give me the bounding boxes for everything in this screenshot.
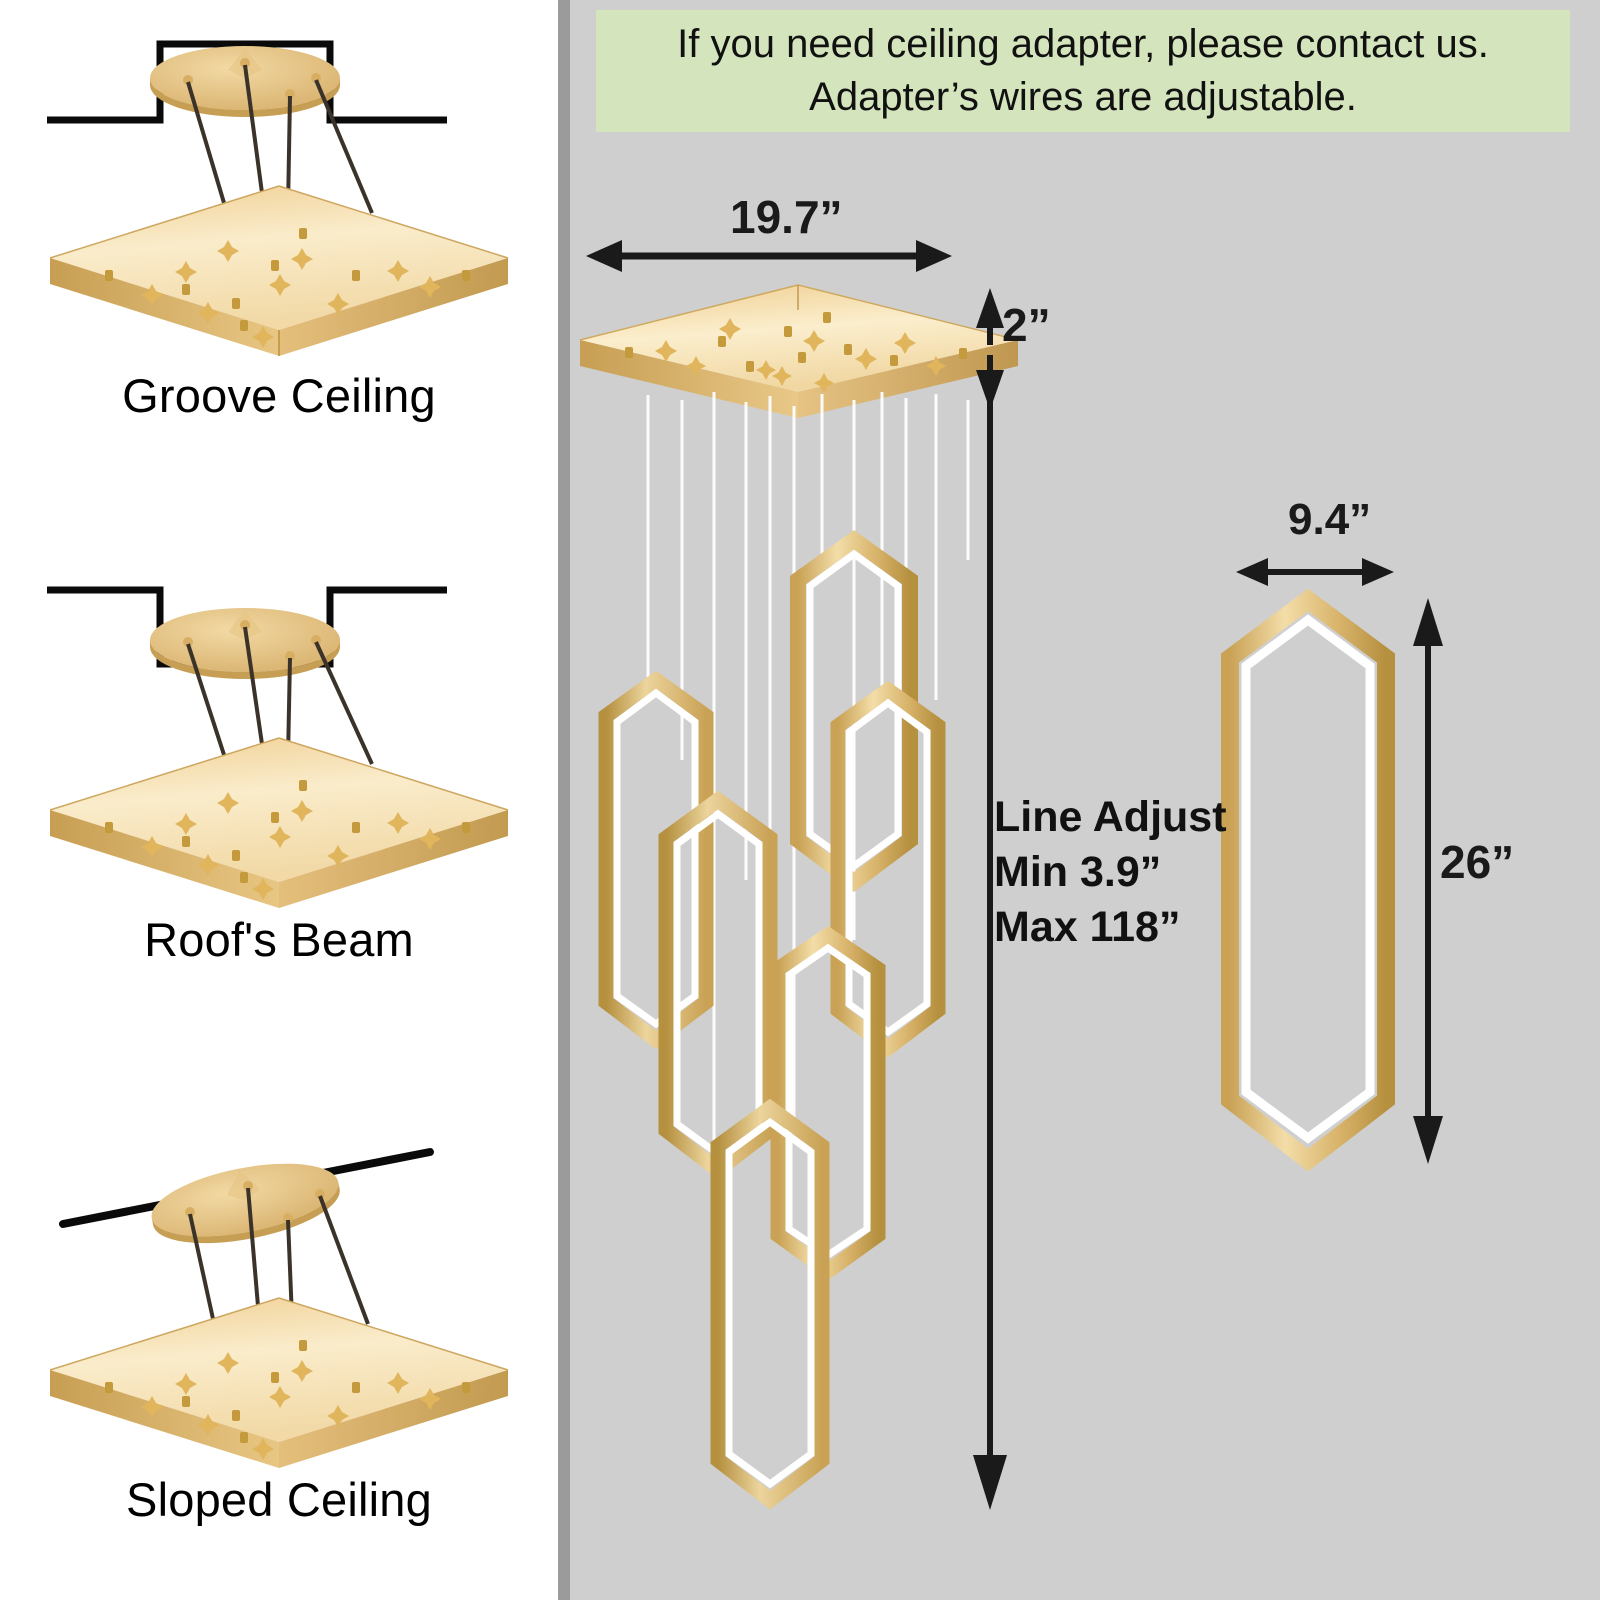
mount-option-label: Groove Ceiling — [122, 369, 436, 422]
pendant-ring — [830, 680, 946, 1058]
pendant-ring — [790, 530, 918, 892]
chandelier-illustration — [579, 240, 1443, 1510]
mount-option-label: Roof's Beam — [144, 913, 414, 966]
groove-ceiling-icon — [0, 8, 558, 368]
line-adjust-dimension — [973, 400, 1007, 1510]
line-adjust-min: Min 3.9” — [994, 848, 1162, 897]
pendant-width-dimension — [1236, 558, 1394, 586]
line-adjust-callout: Line Adjust Min 3.9” Max 118” — [994, 790, 1227, 955]
canopy-width-dimension — [586, 240, 952, 272]
square-canopy — [579, 284, 1019, 418]
pendant-ring — [598, 670, 714, 1050]
panel-divider — [558, 0, 570, 1600]
pendant-ring-group — [598, 530, 946, 1510]
line-adjust-title: Line Adjust — [994, 793, 1227, 841]
single-pendant-detail — [1221, 588, 1395, 1172]
pendant-width-label: 9.4” — [1288, 495, 1372, 544]
canopy-thickness-label: 2” — [1002, 299, 1051, 351]
pendant-height-dimension — [1413, 598, 1443, 1164]
pendant-height-label: 26” — [1440, 836, 1515, 888]
pendant-ring — [710, 1098, 830, 1510]
mount-option-roofs-beam: Roof's Beam — [0, 552, 558, 967]
roofs-beam-icon — [0, 552, 558, 912]
dimension-panel: If you need ceiling adapter, please cont… — [570, 0, 1600, 1600]
line-adjust-max: Max 118” — [994, 903, 1181, 952]
adapter-notice-banner: If you need ceiling adapter, please cont… — [596, 10, 1570, 132]
mount-option-groove-ceiling: Groove Ceiling — [0, 8, 558, 423]
canopy-width-label: 19.7” — [730, 191, 843, 243]
adapter-notice-line-1: If you need ceiling adapter, please cont… — [677, 22, 1489, 67]
adapter-notice-line-2: Adapter’s wires are adjustable. — [809, 75, 1357, 119]
mount-option-label: Sloped Ceiling — [126, 1473, 432, 1526]
canopy-thickness-dimension — [976, 288, 1004, 410]
sloped-ceiling-icon — [0, 1112, 558, 1472]
mounting-options-panel: Groove Ceiling — [0, 0, 558, 1600]
mount-option-sloped-ceiling: Sloped Ceiling — [0, 1112, 558, 1527]
